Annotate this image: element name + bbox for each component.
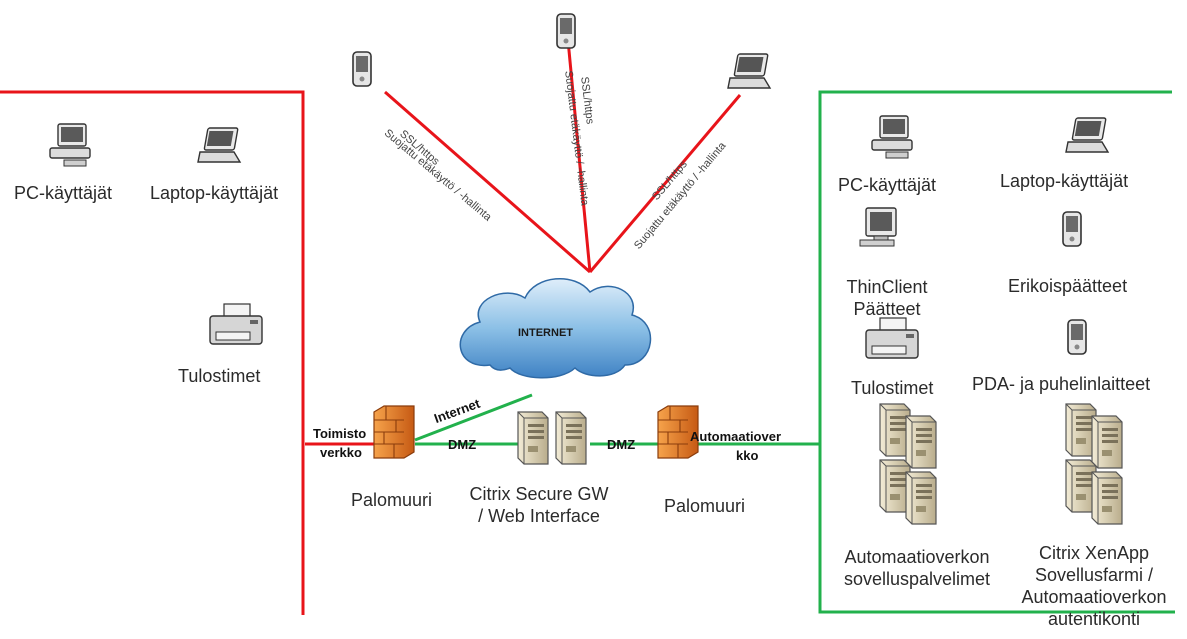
right-laptop-users-label: Laptop-käyttäjät <box>1000 171 1129 191</box>
dmz-right-label: DMZ <box>607 437 636 452</box>
pda-label: PDA- ja puhelinlaitteet <box>972 374 1151 394</box>
thinclient-label-1: ThinClient <box>846 277 928 297</box>
special-terminals-label: Erikoispäätteet <box>1008 276 1128 296</box>
dmz-left-label: DMZ <box>448 437 477 452</box>
pc-icon <box>49 123 91 167</box>
firewall-icon <box>373 405 415 459</box>
left-zone-border <box>0 90 305 615</box>
laptop-icon <box>197 127 241 163</box>
pc-icon <box>871 115 913 159</box>
thinclient-label: ThinClient Päätteet <box>832 276 942 320</box>
xenapp-label-4: autentikonti <box>1047 609 1141 629</box>
internet-link <box>414 393 533 442</box>
automation-network-label-2: kko <box>736 448 759 463</box>
gateway-label: Citrix Secure GW / Web Interface <box>450 483 628 527</box>
xenapp-label-2: Sovellusfarmi / <box>1034 565 1154 585</box>
thinclient-label-2: Päätteet <box>853 299 921 319</box>
gateway-label-1: Citrix Secure GW <box>469 484 609 504</box>
office-network-label-1: Toimisto <box>313 426 367 441</box>
printer-icon <box>865 317 919 359</box>
printer-icon <box>209 303 263 345</box>
app-servers-label-2: sovelluspalvelimet <box>843 569 991 589</box>
server-icon <box>1091 415 1123 469</box>
xenapp-label-1: Citrix XenApp <box>1038 543 1150 563</box>
firewall-left-label: Palomuuri <box>351 490 433 510</box>
printers-label: Tulostimet <box>178 366 261 386</box>
remote-link-laptop <box>588 94 742 273</box>
remote-link-phone <box>566 39 592 273</box>
xenapp-label-3: Automaatioverkon <box>1021 587 1167 607</box>
gateway-label-2: / Web Interface <box>478 506 600 526</box>
phone-icon <box>556 13 576 49</box>
pda-icon <box>352 51 372 87</box>
app-servers-label: Automaatioverkon sovelluspalvelimet <box>826 546 1008 590</box>
server-icon <box>905 415 937 469</box>
right-printers-label: Tulostimet <box>851 378 934 398</box>
server-icon <box>1091 471 1123 525</box>
xenapp-label: Citrix XenApp Sovellusfarmi / Automaatio… <box>1004 542 1184 630</box>
firewall-right-label: Palomuuri <box>664 496 746 516</box>
laptop-icon <box>1065 117 1109 153</box>
server-icon <box>555 411 587 465</box>
automation-network-label-1: Automaatiover <box>690 429 782 444</box>
remote-link-pda <box>384 90 591 274</box>
thinclient-icon <box>859 207 897 247</box>
pda-icon <box>1067 319 1087 355</box>
laptop-icon <box>727 53 771 89</box>
pda-icon <box>1062 211 1082 247</box>
office-network-label-2: verkko <box>320 445 362 460</box>
app-servers-label-1: Automaatioverkon <box>844 547 990 567</box>
cloud-icon <box>459 278 652 379</box>
pc-users-label: PC-käyttäjät <box>14 183 113 203</box>
server-icon <box>517 411 549 465</box>
right-zone-border <box>818 90 1175 614</box>
server-icon <box>905 471 937 525</box>
right-pc-users-label: PC-käyttäjät <box>838 175 937 195</box>
internet-cloud-label: INTERNET <box>518 327 573 339</box>
laptop-users-label: Laptop-käyttäjät <box>150 183 279 203</box>
